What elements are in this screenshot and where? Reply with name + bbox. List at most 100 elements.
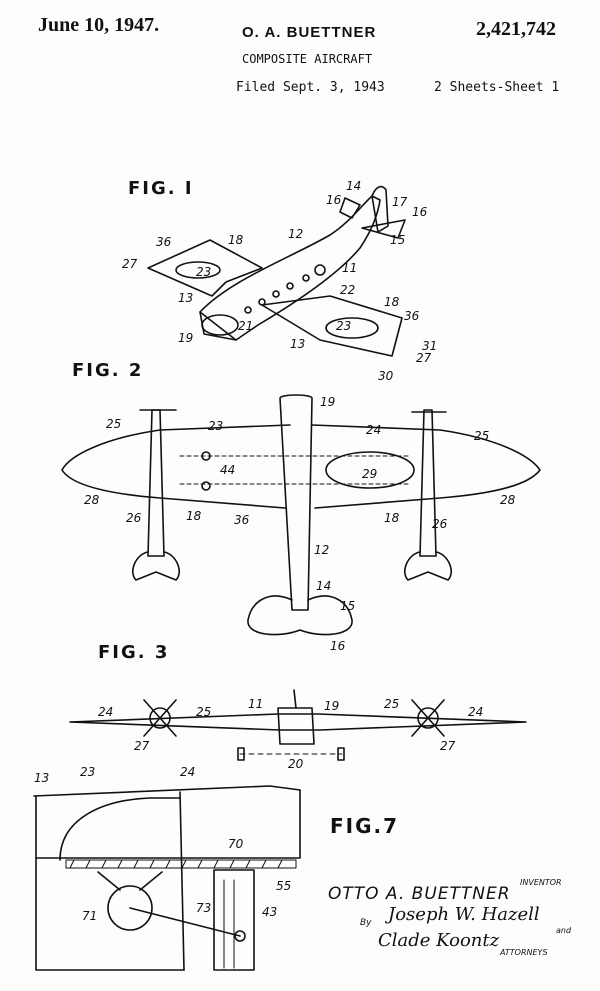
fig-1-window [286,282,294,290]
fig-7-bracket [97,871,163,891]
filed-date: Filed Sept. 3, 1943 [236,80,385,95]
fig-1-label: 11 [342,261,357,275]
fig-2-label: 25 [474,429,489,443]
patent-title: COMPOSITE AIRCRAFT [242,52,373,66]
fig-1-label: 18 [228,233,244,247]
fig-7-hatching [69,859,283,869]
fig-2-caption: FIG. 2 [72,360,144,381]
fig-1-fuselage [199,195,381,341]
fig-7-fitting-circle [107,885,153,931]
fig-2-label: 16 [330,639,346,653]
inventor-caption: INVENTOR [520,878,562,887]
fig-3-label: 19 [324,699,339,713]
fig-2-left-wing [61,424,291,509]
fig-1-label: 27 [122,257,138,271]
fig-1-label: 31 [422,339,437,353]
fig-3-drawing [69,689,527,761]
fig-2-spar-lines [179,455,411,485]
fig-2-label: 26 [432,517,448,531]
fig-2-tailplane [247,595,353,636]
fig-1-label: 15 [390,233,405,247]
fig-1-window [272,290,280,298]
fig-7-recess-curve [59,797,181,861]
fig-7-caption: FIG.7 [330,814,400,838]
fig-1-left-wing [147,239,263,297]
fig-1-label: 14 [346,179,361,193]
fig-3-left-propeller [143,699,177,737]
fig-1-left-float [175,261,221,279]
fig-1-label: 30 [378,369,394,383]
fig-3-right-engine [417,707,439,729]
fig-1-label: 18 [384,295,400,309]
fig-3-fuselage [277,707,315,745]
fig-7-top-edge [33,785,301,797]
fig-1-window [258,298,266,306]
fig-2-label: 25 [106,417,121,431]
fig-1-label: 21 [238,319,253,333]
fig-1-cockpit [201,314,239,336]
fig-2-label: 28 [500,493,516,507]
fig-3-label: 27 [134,739,150,753]
fig-3-right-gear [337,747,345,761]
fig-3-label: 20 [288,757,304,771]
fig-2-right-wing [311,424,541,509]
fig-7-strut-lines [223,879,235,969]
fig-1-right-wing [261,295,403,357]
attorney-signature-1: Joseph W. Hazell [388,904,540,925]
attorney-signature-2: Clade Koontz [378,930,500,951]
fig-3-wing [69,713,527,731]
fig-2-right-tail [404,551,452,581]
fig-7-link-rod [129,907,241,937]
fig-1-label: 23 [196,265,211,279]
fig-1-label: 19 [178,331,193,345]
fig-1-label: 23 [336,319,351,333]
fig-1-right-float [325,317,379,339]
fig-1-left-fin [339,197,361,219]
and-label: and [556,926,572,935]
reference-numerals: 14 16 17 16 12 15 36 18 27 23 11 22 13 1… [34,179,516,923]
fig-3-caption: FIG. 3 [98,642,170,663]
fig-7-drawing [33,785,301,971]
fig-2-label: 15 [340,599,355,613]
fig-2-fitting [201,451,211,461]
fig-2-label: 12 [314,543,329,557]
fig-7-wing-surface [35,789,301,859]
attorneys-caption: ATTORNEYS [500,948,548,957]
fig-1-label: 13 [178,291,193,305]
fig-3-label: 11 [248,697,263,711]
fig-1-window [314,264,326,276]
fig-3-label: 24 [468,705,483,719]
fig-7-pivot [234,930,246,942]
fig-7-joint-line [179,791,185,971]
fig-1-label: 27 [416,351,432,365]
fig-1-label: 17 [392,195,408,209]
fig-1-window [244,306,252,314]
fig-2-left-tail [132,551,180,581]
fig-2-fuselage [279,394,313,611]
fig-7-label: 71 [82,909,97,923]
inventor-signature: OTTO A. BUETTNER [328,884,511,904]
fig-2-drawing [61,394,541,636]
fig-1-right-fin [371,185,389,233]
fig-1-label: 36 [404,309,420,323]
fig-1-label: 36 [156,235,172,249]
patent-date: June 10, 1947. [38,14,160,36]
fig-2-label: 28 [84,493,100,507]
fig-1-caption: FIG. I [128,178,194,199]
fig-7-outer-frame [35,795,185,971]
fig-3-label: 24 [98,705,113,719]
fig-7-label: 55 [276,879,291,893]
by-label: By [360,918,372,928]
fig-1-label: 16 [326,193,342,207]
fig-2-label: 44 [220,463,235,477]
fig-7-strut [213,869,255,971]
fig-2-label: 19 [320,395,335,409]
fig-7-label: 70 [228,837,244,851]
fig-1-tailplane [361,219,406,239]
fig-3-label: 25 [196,705,211,719]
fig-3-label: 25 [384,697,399,711]
inventor-name: O. A. BUETTNER [242,24,377,41]
fig-2-label: 18 [384,511,400,525]
